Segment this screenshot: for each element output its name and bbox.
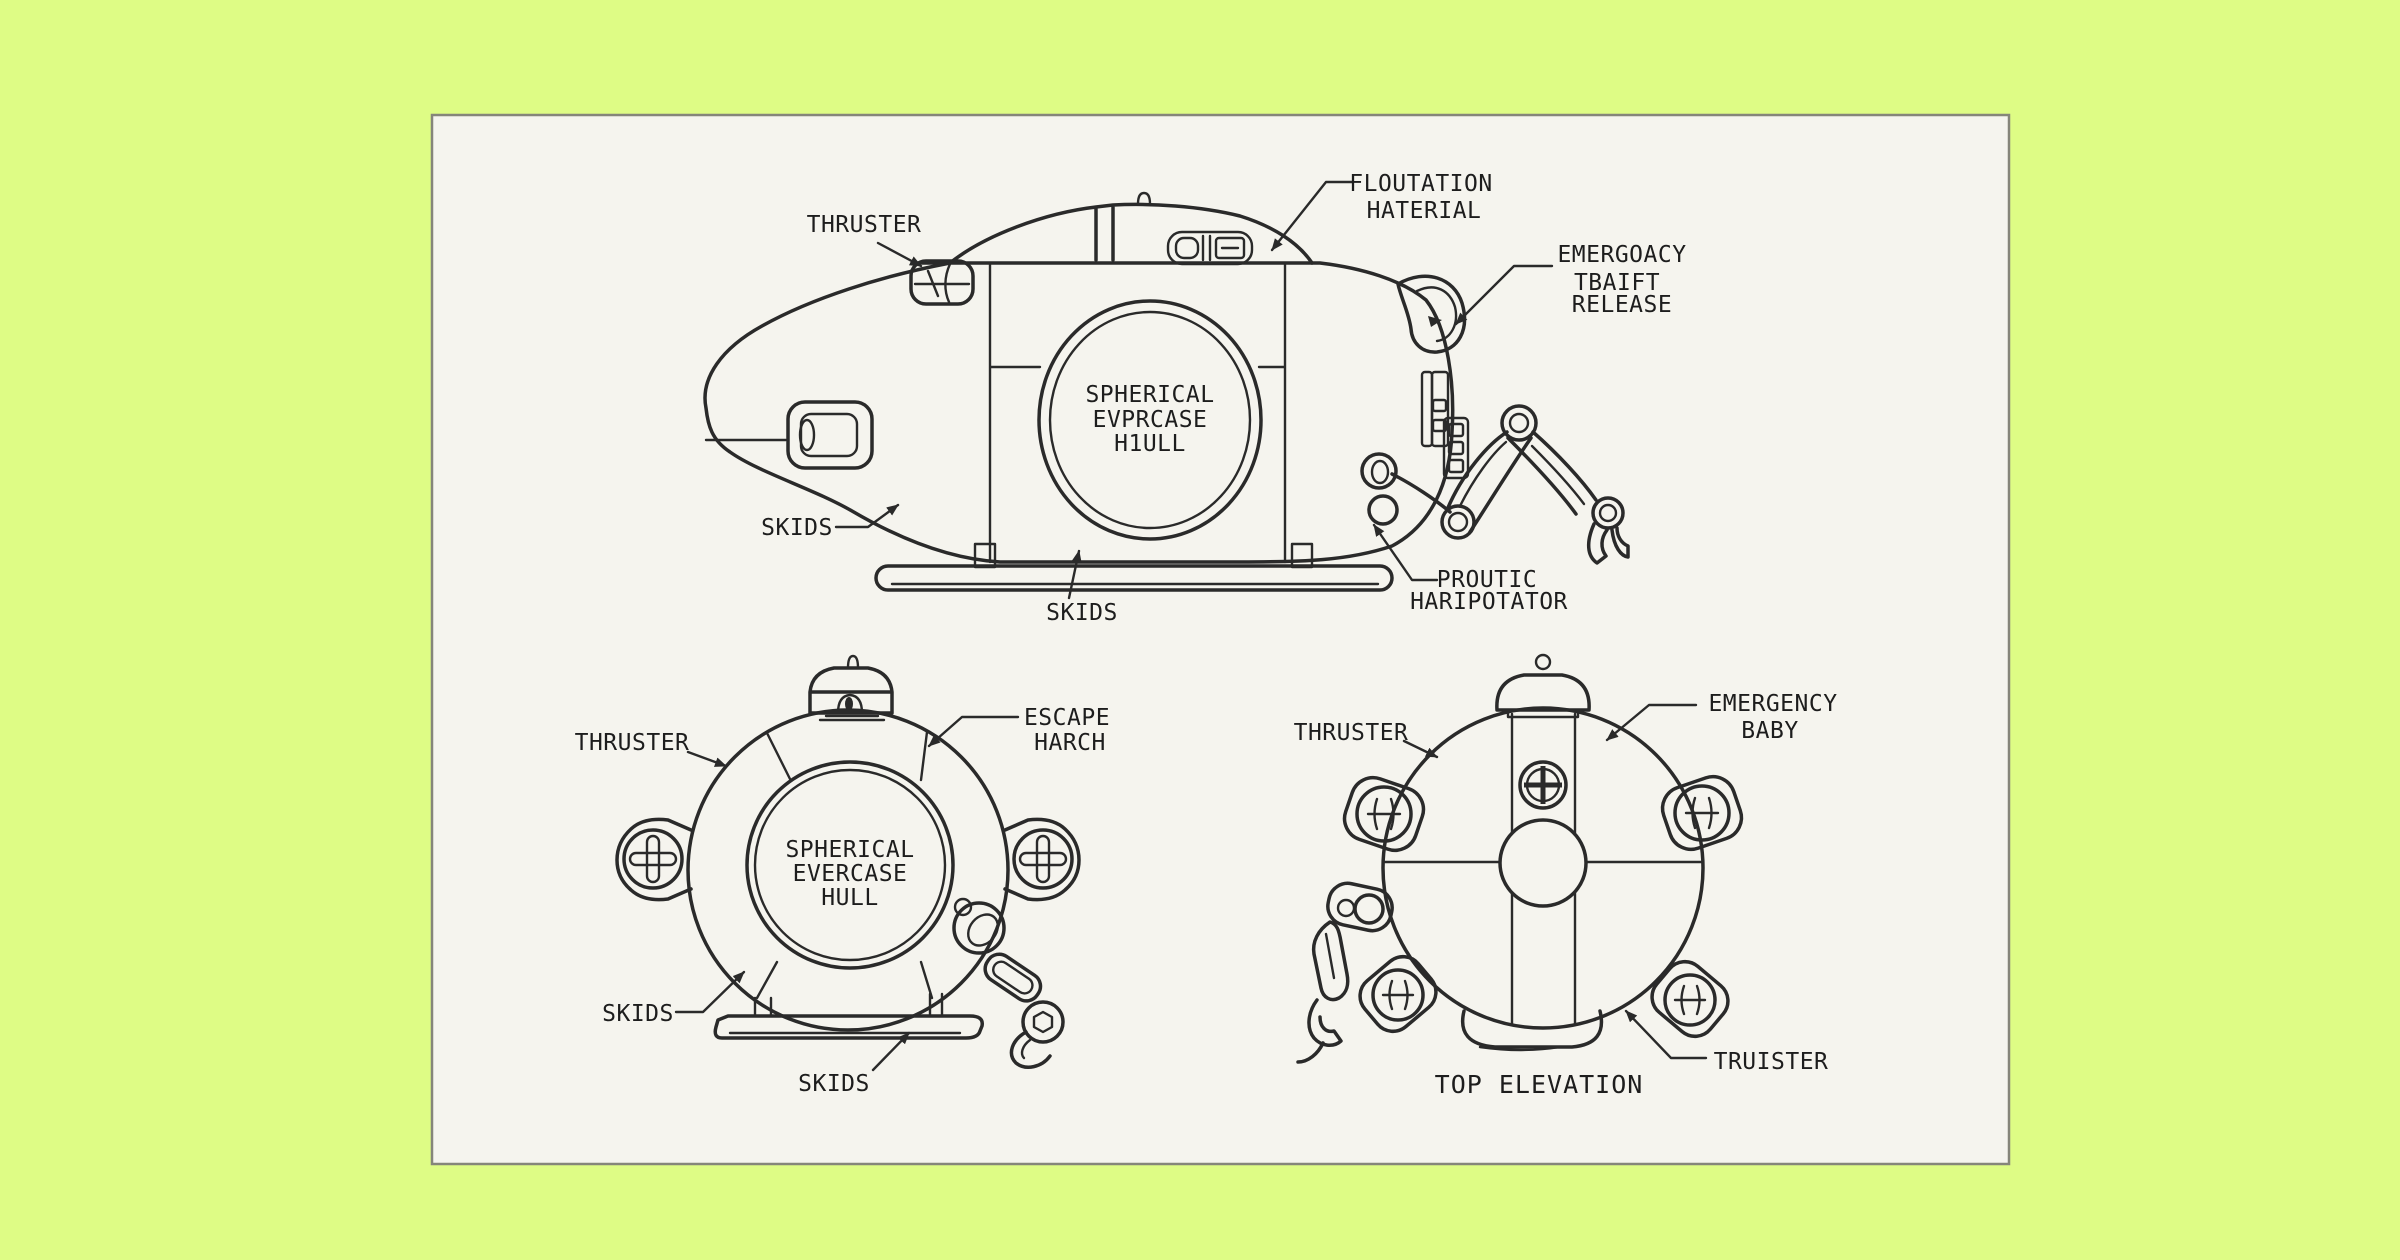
side-thruster-leader [876,241,923,268]
top-hull-outline [1381,706,1705,1030]
side-thruster-pod [909,259,975,306]
top-bottom-plate [1461,1009,1604,1052]
front-hull-label-1: SPHERICAL [785,837,914,863]
side-flotation-label-2: HATERIAL [1367,198,1482,224]
top-thruster-upper-left [1342,775,1426,853]
top-truster-label: TRUISTER [1714,1049,1829,1075]
side-skids-left-leader [834,503,900,529]
top-cross-porthole [1518,760,1568,810]
front-skids-left-leader [674,970,746,1014]
side-viewport-outer [1037,299,1263,541]
side-manipulator-label-2: HARIPOTATOR [1410,589,1568,615]
front-skids-bottom-leader [871,1031,911,1072]
front-viewport-outer [745,760,955,970]
side-emergency-label-1: EMERGOACY [1557,242,1686,268]
top-view-drawing: THRUSTER EMERGENCY BABY TRUISTER TOP ELE… [1294,653,1837,1099]
front-skid-struts [753,992,944,1018]
drawing-sheet [430,113,2011,1166]
side-view-drawing: THRUSTER FLOUTATION HATERIAL EMERGOACY T… [703,171,1686,626]
top-hatch [1495,653,1591,719]
top-elevation-caption: TOP ELEVATION [1435,1070,1644,1099]
top-truster-leader [1624,1009,1708,1060]
top-vertical-band [1510,712,1577,1027]
front-escape-hatch [808,654,894,722]
side-flotation-sail [948,202,1314,265]
top-centre-circle [1498,818,1588,908]
front-hull-label-3: HULL [821,885,878,911]
side-manipulator-arm [1360,370,1630,565]
top-thruster-lower-right [1650,959,1730,1039]
front-thruster-leader [686,750,728,768]
side-flotation-label-1: FLOUTATION [1349,171,1492,197]
front-view-drawing: THRUSTER ESCAPE HARCH SPHERICAL EVERCASE… [575,654,1110,1097]
side-sail-hatch-pod [1166,230,1254,266]
top-emergency-leader [1605,703,1698,742]
side-hull-label-1: SPHERICAL [1085,382,1214,408]
side-tail-pod [1396,274,1467,354]
side-manipulator-label-1: PROUTIC [1437,567,1537,593]
side-mast-nub [1136,191,1152,206]
side-skid-bar [874,564,1394,592]
front-skid-bar [713,1014,984,1040]
side-manipulator-leader [1372,523,1439,582]
side-skids-left-label: SKIDS [761,515,833,541]
top-manipulator-arm [1296,881,1394,1064]
front-escape-leader [927,715,1020,748]
top-thruster-leader [1402,739,1439,759]
side-emergency-label-2: TBAIFT [1574,270,1660,296]
side-hull-label-3: H1ULL [1114,431,1186,457]
side-flotation-leader [1270,180,1354,252]
side-skids-bottom-leader [1067,549,1082,600]
top-thruster-upper-right [1660,774,1744,852]
front-thruster-right [1003,817,1081,902]
front-viewport-inner [753,768,947,962]
side-hull-label-2: EVPRCASE [1093,407,1208,433]
front-manipulator-arm [952,897,1065,1069]
front-hull-label-2: EVERCASE [793,861,908,887]
front-skids-left-label: SKIDS [602,1001,674,1027]
side-emergency-leader [1454,264,1554,326]
side-skids-bottom-label: SKIDS [1046,600,1118,626]
side-nose-pod [786,400,874,470]
top-thruster-label: THRUSTER [1294,720,1409,746]
front-escape-label-2: HARCH [1034,730,1106,756]
front-skids-bottom-label: SKIDS [798,1071,870,1097]
front-quadrant-struts [755,730,934,1000]
side-emergency-label-3: RELEASE [1572,292,1672,318]
front-thruster-label: THRUSTER [575,730,690,756]
side-thruster-label: THRUSTER [807,212,922,238]
front-escape-label-1: ESCAPE [1024,705,1110,731]
top-emergency-label-1: EMERGENCY [1708,691,1837,717]
top-thruster-lower-left [1358,954,1438,1034]
top-emergency-label-2: BABY [1741,718,1798,744]
front-thruster-left [615,817,693,902]
side-viewport-inner [1048,310,1252,530]
side-hull-outline [703,261,1455,564]
